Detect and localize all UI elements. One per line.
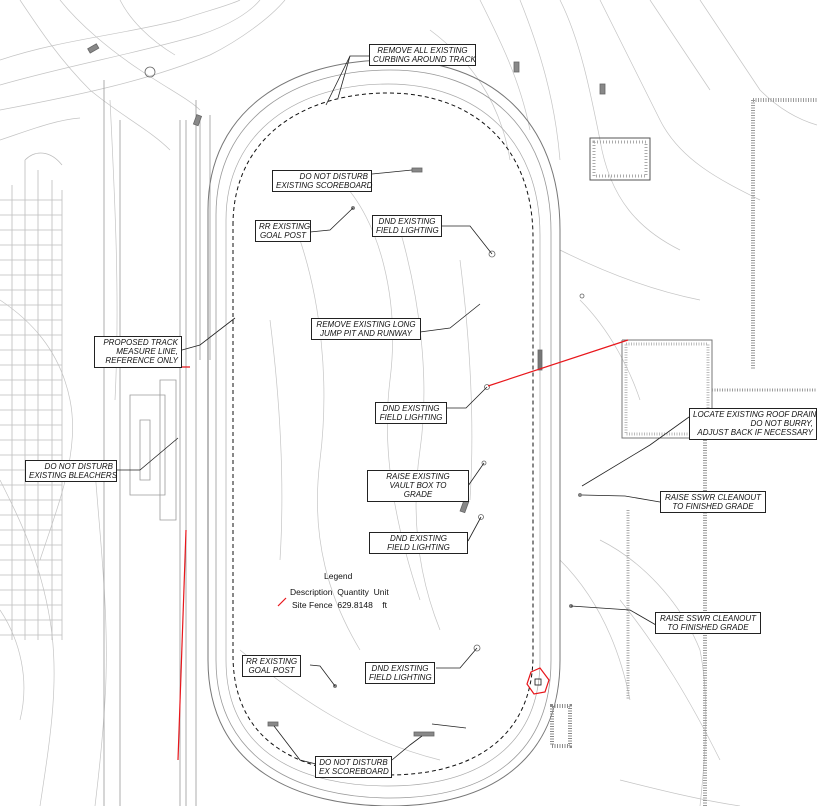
note-long-jump: REMOVE EXISTING LONG JUMP PIT AND RUNWAY (311, 318, 421, 340)
legend-title: Legend (324, 571, 353, 581)
note-sswr-1: RAISE SSWR CLEANOUT TO FINISHED GRADE (660, 491, 766, 513)
note-scoreboard-top: DO NOT DISTURB EXISTING SCOREBOARD (272, 170, 372, 192)
note-roof-drain: LOCATE EXISTING ROOF DRAIN, DO NOT BURRY… (689, 408, 817, 440)
note-bleachers: DO NOT DISTURB EXISTING BLEACHERS (25, 460, 117, 482)
legend-header: Description Quantity Unit (290, 587, 389, 597)
note-field-lighting-1: DND EXISTING FIELD LIGHTING (372, 215, 442, 237)
leader-lines (116, 55, 690, 767)
legend-row-site-fence: Site Fence 629.8148 ft (292, 600, 387, 610)
note-remove-curbing: REMOVE ALL EXISTING CURBING AROUND TRACK (369, 44, 476, 66)
note-measure-line: PROPOSED TRACK MEASURE LINE, REFERENCE O… (94, 336, 182, 368)
note-goal-post-bottom: RR EXISTING GOAL POST (242, 655, 301, 677)
note-field-lighting-4: DND EXISTING FIELD LIGHTING (365, 662, 435, 684)
note-field-lighting-2: DND EXISTING FIELD LIGHTING (375, 402, 447, 424)
note-scoreboard-bottom: DO NOT DISTURB EX SCOREBOARD (315, 756, 392, 778)
note-vault-box: RAISE EXISTING VAULT BOX TO GRADE (367, 470, 469, 502)
walkway-structures (103, 80, 211, 806)
running-track (207, 59, 561, 806)
bleacher-rows (0, 152, 63, 640)
note-sswr-2: RAISE SSWR CLEANOUT TO FINISHED GRADE (655, 612, 761, 634)
buildings (550, 98, 817, 806)
site-symbols (87, 43, 606, 737)
note-goal-post-top: RR EXISTING GOAL POST (255, 220, 311, 242)
note-field-lighting-3: DND EXISTING FIELD LIGHTING (369, 532, 468, 554)
